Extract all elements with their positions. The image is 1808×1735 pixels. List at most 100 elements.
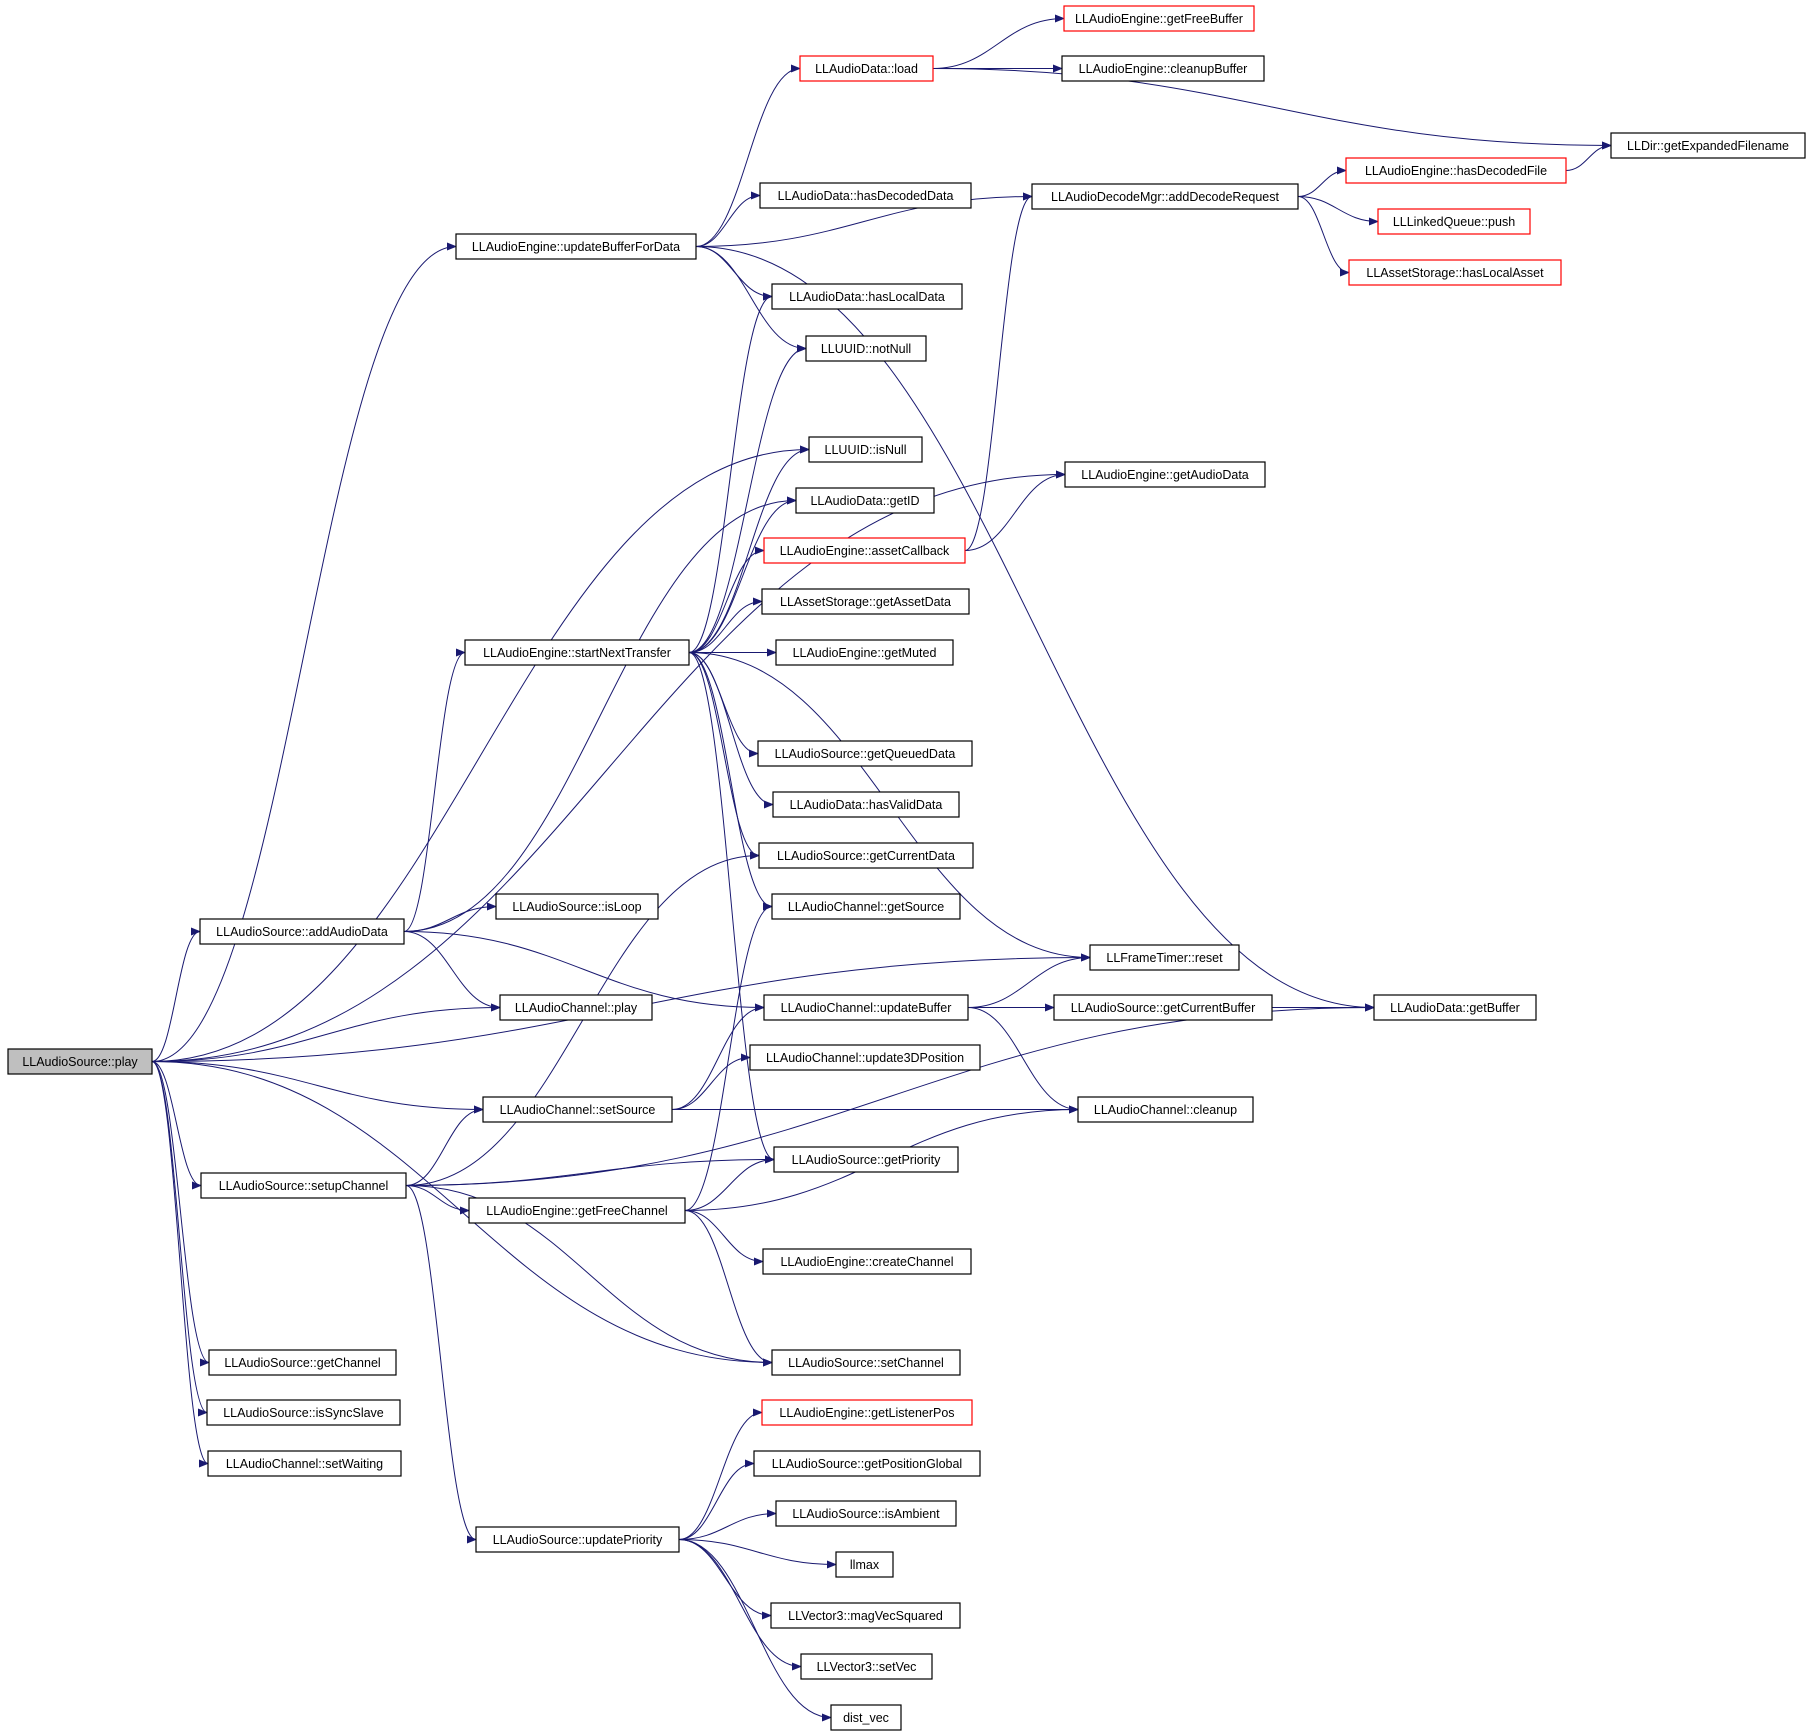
node-box[interactable] <box>1053 994 1273 1021</box>
node-box[interactable] <box>7 1048 153 1075</box>
node-box[interactable] <box>208 1349 397 1376</box>
node-box[interactable] <box>830 1704 902 1731</box>
node-setSource[interactable]: LLAudioChannel::setSource <box>482 1096 673 1123</box>
node-getQueuedData[interactable]: LLAudioSource::getQueuedData <box>757 740 973 767</box>
node-box[interactable] <box>207 1450 402 1477</box>
node-isLoop[interactable]: LLAudioSource::isLoop <box>495 893 659 920</box>
node-box[interactable] <box>763 537 966 564</box>
node-reset[interactable]: LLFrameTimer::reset <box>1089 944 1240 971</box>
node-getSource[interactable]: LLAudioChannel::getSource <box>771 893 961 920</box>
node-box[interactable] <box>455 233 697 260</box>
node-box[interactable] <box>775 1500 957 1527</box>
node-getMuted[interactable]: LLAudioEngine::getMuted <box>775 639 954 666</box>
node-box[interactable] <box>805 335 927 362</box>
node-box[interactable] <box>1348 259 1562 286</box>
node-box[interactable] <box>200 1172 407 1199</box>
node-play[interactable]: LLAudioSource::play <box>7 1048 153 1075</box>
node-setWaiting[interactable]: LLAudioChannel::setWaiting <box>207 1450 402 1477</box>
node-box[interactable] <box>1345 157 1567 184</box>
node-box[interactable] <box>763 994 969 1021</box>
node-isAmbient[interactable]: LLAudioSource::isAmbient <box>775 1500 957 1527</box>
node-load[interactable]: LLAudioData::load <box>799 55 934 82</box>
node-createChannel[interactable]: LLAudioEngine::createChannel <box>762 1248 972 1275</box>
node-setupChannel[interactable]: LLAudioSource::setupChannel <box>200 1172 407 1199</box>
node-getChannel[interactable]: LLAudioSource::getChannel <box>208 1349 397 1376</box>
node-box[interactable] <box>758 842 974 869</box>
node-box[interactable] <box>1377 208 1531 235</box>
node-getAudioData[interactable]: LLAudioEngine::getAudioData <box>1064 461 1266 488</box>
node-box[interactable] <box>761 1399 973 1426</box>
node-cleanupBuffer[interactable]: LLAudioEngine::cleanupBuffer <box>1061 55 1265 82</box>
node-updateBuffer[interactable]: LLAudioChannel::updateBuffer <box>763 994 969 1021</box>
node-getPriority[interactable]: LLAudioSource::getPriority <box>773 1146 959 1173</box>
node-addDecodeRequest[interactable]: LLAudioDecodeMgr::addDecodeRequest <box>1031 183 1299 210</box>
node-startNextTransfer[interactable]: LLAudioEngine::startNextTransfer <box>464 639 690 666</box>
node-box[interactable] <box>1061 55 1265 82</box>
node-channelPlay[interactable]: LLAudioChannel::play <box>499 994 653 1021</box>
node-box[interactable] <box>482 1096 673 1123</box>
node-box[interactable] <box>799 55 934 82</box>
node-box[interactable] <box>1031 183 1299 210</box>
node-box[interactable] <box>808 436 923 463</box>
node-box[interactable] <box>468 1197 686 1224</box>
node-getExpandedFilename[interactable]: LLDir::getExpandedFilename <box>1610 132 1806 159</box>
node-box[interactable] <box>475 1526 680 1553</box>
node-box[interactable] <box>795 487 935 514</box>
node-getCurrentBuffer[interactable]: LLAudioSource::getCurrentBuffer <box>1053 994 1273 1021</box>
node-setChannel[interactable]: LLAudioSource::setChannel <box>771 1349 961 1376</box>
node-hasLocalData[interactable]: LLAudioData::hasLocalData <box>771 283 963 310</box>
node-hasDecodedFile[interactable]: LLAudioEngine::hasDecodedFile <box>1345 157 1567 184</box>
node-cleanup[interactable]: LLAudioChannel::cleanup <box>1077 1096 1254 1123</box>
node-box[interactable] <box>770 1602 961 1629</box>
node-box[interactable] <box>749 1044 981 1071</box>
node-push[interactable]: LLLinkedQueue::push <box>1377 208 1531 235</box>
node-box[interactable] <box>772 791 960 818</box>
node-box[interactable] <box>495 893 659 920</box>
node-updatePriority[interactable]: LLAudioSource::updatePriority <box>475 1526 680 1553</box>
node-box[interactable] <box>771 283 963 310</box>
node-box[interactable] <box>773 1146 959 1173</box>
node-box[interactable] <box>206 1399 401 1426</box>
node-hasDecodedData[interactable]: LLAudioData::hasDecodedData <box>759 182 972 209</box>
node-isSyncSlave[interactable]: LLAudioSource::isSyncSlave <box>206 1399 401 1426</box>
node-assetCallback[interactable]: LLAudioEngine::assetCallback <box>763 537 966 564</box>
node-box[interactable] <box>771 1349 961 1376</box>
node-box[interactable] <box>775 639 954 666</box>
node-getID[interactable]: LLAudioData::getID <box>795 487 935 514</box>
node-isNull[interactable]: LLUUID::isNull <box>808 436 923 463</box>
node-notNull[interactable]: LLUUID::notNull <box>805 335 927 362</box>
node-box[interactable] <box>761 588 970 615</box>
node-box[interactable] <box>835 1551 894 1578</box>
node-box[interactable] <box>1063 5 1255 32</box>
node-box[interactable] <box>800 1653 933 1680</box>
node-getFreeChannel[interactable]: LLAudioEngine::getFreeChannel <box>468 1197 686 1224</box>
node-box[interactable] <box>1373 994 1537 1021</box>
node-hasLocalAsset[interactable]: LLAssetStorage::hasLocalAsset <box>1348 259 1562 286</box>
node-getBuffer[interactable]: LLAudioData::getBuffer <box>1373 994 1537 1021</box>
node-box[interactable] <box>757 740 973 767</box>
node-addAudioData[interactable]: LLAudioSource::addAudioData <box>199 918 405 945</box>
node-getAssetData[interactable]: LLAssetStorage::getAssetData <box>761 588 970 615</box>
node-box[interactable] <box>759 182 972 209</box>
node-getCurrentData[interactable]: LLAudioSource::getCurrentData <box>758 842 974 869</box>
node-setVec[interactable]: LLVector3::setVec <box>800 1653 933 1680</box>
node-box[interactable] <box>499 994 653 1021</box>
node-box[interactable] <box>1077 1096 1254 1123</box>
node-box[interactable] <box>753 1450 981 1477</box>
node-getPositionGlobal[interactable]: LLAudioSource::getPositionGlobal <box>753 1450 981 1477</box>
node-box[interactable] <box>1089 944 1240 971</box>
node-hasValidData[interactable]: LLAudioData::hasValidData <box>772 791 960 818</box>
node-getFreeBuffer[interactable]: LLAudioEngine::getFreeBuffer <box>1063 5 1255 32</box>
node-llmax[interactable]: llmax <box>835 1551 894 1578</box>
node-box[interactable] <box>199 918 405 945</box>
node-box[interactable] <box>771 893 961 920</box>
node-box[interactable] <box>1610 132 1806 159</box>
node-box[interactable] <box>1064 461 1266 488</box>
node-box[interactable] <box>464 639 690 666</box>
node-updateBufferForData[interactable]: LLAudioEngine::updateBufferForData <box>455 233 697 260</box>
node-box[interactable] <box>762 1248 972 1275</box>
node-getListenerPos[interactable]: LLAudioEngine::getListenerPos <box>761 1399 973 1426</box>
node-dist_vec[interactable]: dist_vec <box>830 1704 902 1731</box>
node-magVecSquared[interactable]: LLVector3::magVecSquared <box>770 1602 961 1629</box>
node-update3DPosition[interactable]: LLAudioChannel::update3DPosition <box>749 1044 981 1071</box>
